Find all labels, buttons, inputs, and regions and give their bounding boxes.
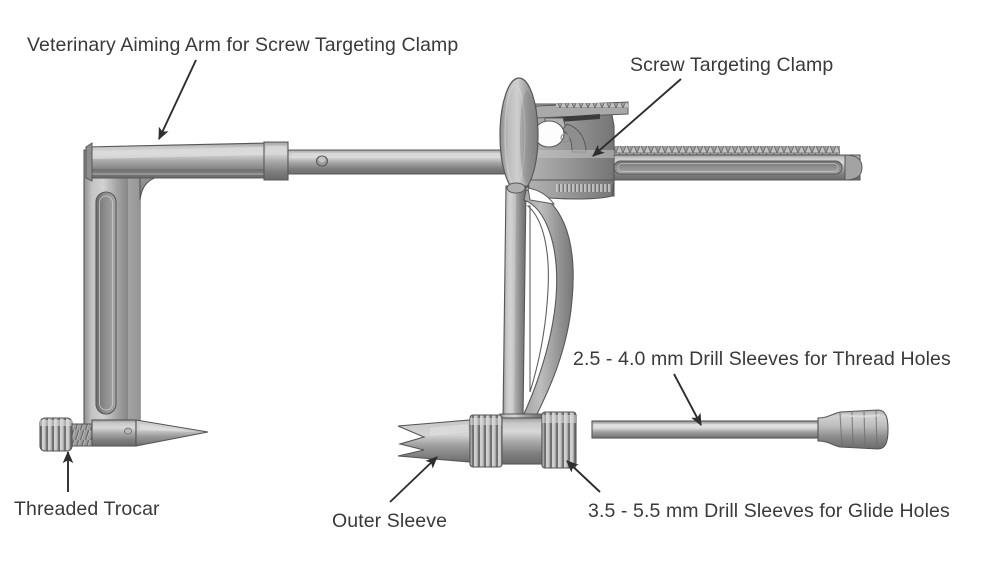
trocar-threaded-shank [71, 423, 93, 447]
label-glide-hole-drill-sleeves: 3.5 - 5.5 mm Drill Sleeves for Glide Hol… [588, 500, 950, 522]
arrow-thread-sleeves [673, 373, 702, 426]
rack-bar-end [844, 154, 863, 181]
drill-sleeve-rod-highlight [594, 424, 818, 428]
extension-highlight [292, 153, 518, 158]
label-aiming-arm: Veterinary Aiming Arm for Screw Targetin… [27, 34, 459, 56]
extension-hole-highlight [318, 156, 326, 163]
threaded-trocar-part [39, 417, 209, 452]
drill-sleeve-part [591, 409, 889, 450]
outer-sleeve-part [397, 411, 577, 469]
clamp-top-plate-teeth [556, 103, 628, 108]
arrow-outer-sleeve [389, 456, 438, 503]
thumbwheel-shadow [520, 91, 534, 183]
column-slot [95, 191, 117, 415]
drill-sleeve-handle-knurl [839, 410, 878, 449]
trocar-detail-dot [124, 427, 132, 435]
rack-teeth [520, 146, 840, 155]
outer-sleeve-barrel [501, 417, 543, 465]
clamp-post-pin [506, 182, 526, 194]
clamp-post-highlight [507, 192, 516, 414]
beam-top-highlight [90, 147, 268, 159]
outer-sleeve-collar-b [541, 411, 577, 469]
column-inner-face [128, 156, 140, 434]
column-slot-highlight [99, 195, 113, 411]
trocar-tip [135, 419, 209, 447]
trocar-knob-highlight [40, 420, 72, 426]
screw-targeting-clamp-part [499, 77, 629, 433]
collar-a-highlight [470, 418, 502, 425]
callout-arrows [62, 59, 702, 503]
label-threaded-trocar: Threaded Trocar [14, 498, 160, 520]
clamp-gusset-notch [527, 187, 556, 205]
drill-sleeve-handle-highlight [841, 414, 881, 418]
beam-left-endcap [85, 142, 93, 182]
label-screw-targeting-clamp: Screw Targeting Clamp [630, 54, 834, 76]
clamp-scribe-mark [560, 133, 570, 143]
arrow-screw-clamp [592, 78, 682, 157]
aiming-arm-part [83, 141, 521, 439]
clamp-gusset-slot [526, 205, 549, 393]
trocar-tip-highlight [140, 424, 196, 432]
drill-sleeve-rod [591, 420, 821, 439]
rack-bar-slot-highlight [617, 163, 839, 172]
arrow-aiming-arm [158, 59, 197, 141]
clamp-body-highlight [530, 150, 614, 158]
collar-b-highlight [542, 415, 576, 423]
arrow-glide-sleeves [566, 460, 601, 493]
outer-sleeve-tip-highlight [430, 424, 468, 436]
clamp-lower-knurl [556, 184, 612, 192]
label-thread-hole-drill-sleeves: 2.5 - 4.0 mm Drill Sleeves for Thread Ho… [573, 348, 951, 370]
label-outer-sleeve: Outer Sleeve [332, 510, 448, 532]
rack-bar-slot [613, 160, 843, 175]
collar-highlight [266, 146, 286, 152]
